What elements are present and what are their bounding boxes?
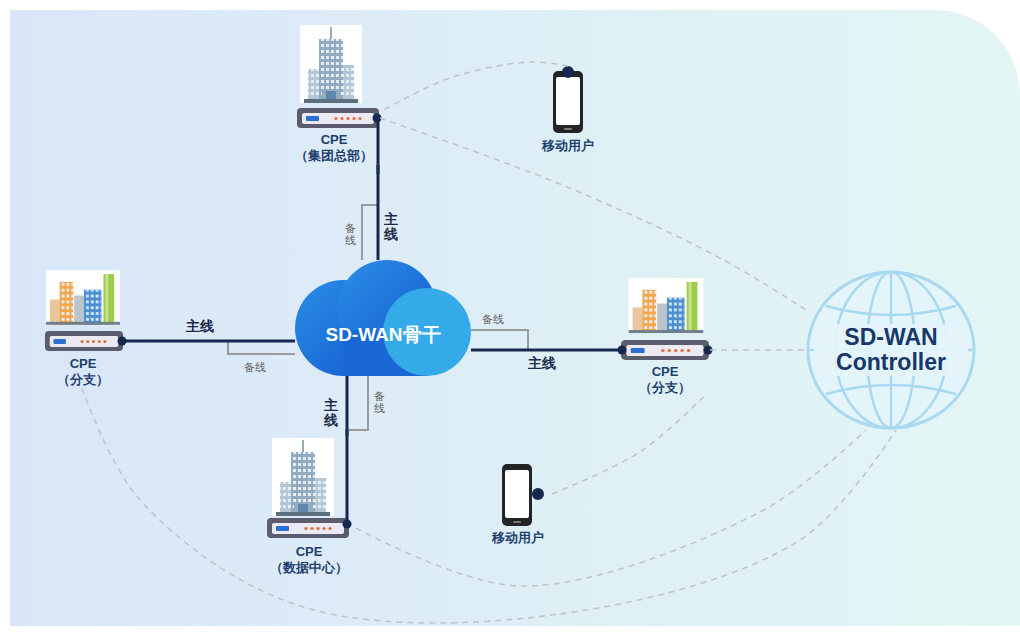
datacenter-building xyxy=(272,438,334,516)
backup-link xyxy=(124,341,295,354)
control-link xyxy=(380,62,568,112)
background-panel xyxy=(10,10,1020,626)
main-link-label: 主线 xyxy=(186,318,214,336)
backup-link xyxy=(362,165,378,261)
control-link xyxy=(710,349,806,351)
globe-parallel xyxy=(826,385,956,394)
icon-space xyxy=(484,460,552,530)
node-label: 移动用户 xyxy=(486,530,550,546)
branch-router xyxy=(45,331,123,351)
mobile-phone xyxy=(553,71,583,133)
backup-link-label: 备线 xyxy=(482,312,504,327)
backup-link xyxy=(471,330,620,350)
controller-label: SD-WAN Controller xyxy=(814,324,968,377)
main-link xyxy=(471,349,620,352)
cpe-datacenter: CPE （数据中心） xyxy=(262,436,356,577)
line-stub xyxy=(346,430,349,522)
icon-space xyxy=(620,274,710,364)
branch-router xyxy=(621,340,709,360)
cpe-hq: CPE （集团总部） xyxy=(288,22,380,165)
control-link xyxy=(380,118,806,310)
cpe-branch: CPE （分支） xyxy=(620,274,710,397)
port-dot xyxy=(343,520,352,529)
cloud-shape xyxy=(295,260,471,376)
mobile-user: 移动用户 xyxy=(534,66,602,154)
icon-space xyxy=(534,66,602,138)
main-link-label: 主线 xyxy=(528,355,556,373)
icon-space xyxy=(288,22,380,132)
backup-link xyxy=(347,376,368,436)
icon-space xyxy=(262,436,356,544)
cloud-label: SD-WAN骨干 xyxy=(325,322,440,348)
branch-building xyxy=(46,270,120,325)
backup-link-label: 备线 xyxy=(374,390,385,414)
node-label: 移动用户 xyxy=(536,138,600,154)
main-link-label: 主线 xyxy=(384,212,398,243)
hq-router xyxy=(297,108,379,128)
node-label: CPE （分支） xyxy=(50,356,116,389)
main-link-label: 主线 xyxy=(324,398,338,429)
icon-space xyxy=(42,266,124,356)
control-link xyxy=(82,389,896,624)
cpe-branch: CPE （分支） xyxy=(42,266,124,389)
port-dot xyxy=(532,488,544,500)
port-dot xyxy=(562,66,574,78)
datacenter-router xyxy=(267,518,349,538)
backbone-cloud: SD-WAN骨干 xyxy=(295,260,471,376)
main-link xyxy=(346,376,349,436)
node-label: CPE （分支） xyxy=(632,364,698,397)
globe-parallel xyxy=(826,306,956,315)
control-link xyxy=(552,397,704,495)
hq-building xyxy=(300,25,362,103)
mobile-user: 移动用户 xyxy=(484,460,552,546)
backup-link-label: 备线 xyxy=(244,360,266,375)
controller-globe: SD-WAN Controller xyxy=(806,270,976,430)
globe-outline xyxy=(808,272,974,428)
node-label: CPE （数据中心） xyxy=(267,544,351,577)
main-link xyxy=(377,165,380,261)
branch-building xyxy=(629,278,704,333)
mobile-phone xyxy=(502,464,532,526)
main-link xyxy=(124,340,295,343)
node-label: CPE （集团总部） xyxy=(292,132,376,165)
control-link xyxy=(356,430,866,586)
backup-link-label: 备线 xyxy=(345,222,356,246)
